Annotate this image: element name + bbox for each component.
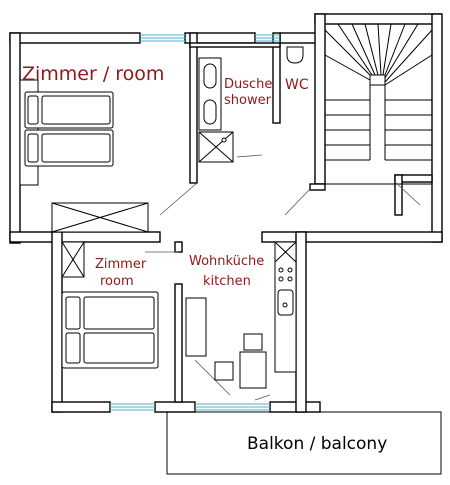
room-label-kitchen-line2: kitchen bbox=[203, 274, 251, 289]
staircase bbox=[324, 23, 433, 185]
room-label-bedroom-2-line1: Zimmer bbox=[95, 257, 147, 272]
windows bbox=[110, 34, 280, 411]
outer-walls bbox=[9, 13, 443, 413]
doors bbox=[145, 154, 421, 401]
kitchen-fixtures bbox=[185, 241, 297, 389]
bedroom-1-furniture bbox=[19, 79, 149, 233]
bedroom-2-furniture bbox=[61, 241, 159, 369]
balcony-outline bbox=[166, 411, 442, 475]
room-label-wc: WC bbox=[285, 77, 309, 93]
bathroom-fixtures bbox=[198, 46, 304, 163]
room-label-balcony: Balkon / balcony bbox=[247, 434, 387, 454]
room-label-bedroom-1: Zimmer / room bbox=[22, 63, 164, 85]
room-label-kitchen-line1: Wohnküche bbox=[189, 254, 264, 269]
room-label-shower-1: Dusche bbox=[224, 77, 272, 92]
room-label-shower-2: shower bbox=[224, 93, 272, 108]
room-label-bedroom-2-line2: room bbox=[100, 274, 134, 289]
